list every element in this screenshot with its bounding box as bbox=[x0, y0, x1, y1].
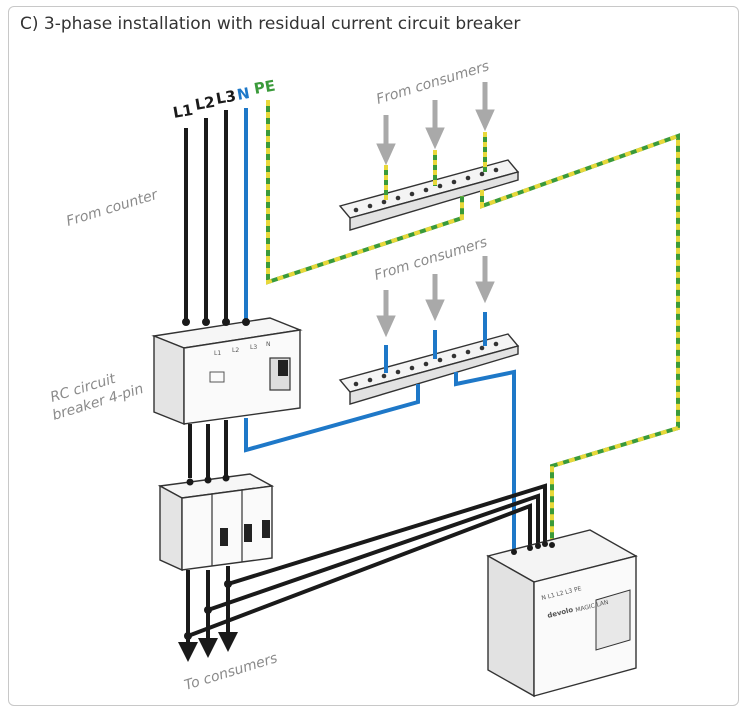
pe-stubs bbox=[384, 132, 487, 200]
neutral-busbar bbox=[338, 333, 520, 405]
powerline-device: N L1 L2 L3 PE devolo MAGIC LAN bbox=[486, 529, 638, 698]
arrow-in-6 bbox=[475, 256, 495, 304]
pe-wire bbox=[266, 100, 680, 545]
rc-circuit-breaker: L1 L2 L3 N bbox=[151, 317, 303, 426]
pe-busbar bbox=[338, 159, 520, 231]
rcd-terminal-l1: L1 bbox=[214, 350, 221, 357]
neutral-wire bbox=[244, 108, 516, 550]
arrows-from-consumers-mid bbox=[376, 256, 495, 338]
label-l2: L2 bbox=[194, 93, 217, 114]
diagram-title: C) 3-phase installation with residual cu… bbox=[20, 14, 521, 34]
arrows-from-consumers-top bbox=[376, 82, 495, 166]
arrow-in-5 bbox=[425, 274, 445, 322]
phase-wires-in bbox=[184, 110, 228, 320]
neutral-stubs bbox=[384, 312, 487, 373]
label-from-counter: From counter bbox=[64, 187, 160, 230]
label-l3: L3 bbox=[215, 87, 238, 108]
mcb-block bbox=[157, 473, 275, 572]
rcd-terminal-l3: L3 bbox=[250, 344, 257, 351]
label-l1: L1 bbox=[172, 101, 195, 122]
label-pe: PE bbox=[253, 77, 277, 98]
label-n: N bbox=[236, 84, 251, 104]
rcd-terminal-l2: L2 bbox=[232, 347, 239, 354]
arrow-in-2 bbox=[425, 100, 445, 150]
phase-wires-mid bbox=[188, 420, 228, 478]
label-to-consumers: To consumers bbox=[182, 650, 279, 694]
junction-dots bbox=[184, 580, 232, 640]
rcd-terminal-n: N bbox=[266, 341, 271, 348]
arrow-in-4 bbox=[376, 290, 396, 338]
arrow-in-1 bbox=[376, 115, 396, 166]
arrow-in-3 bbox=[475, 82, 495, 132]
